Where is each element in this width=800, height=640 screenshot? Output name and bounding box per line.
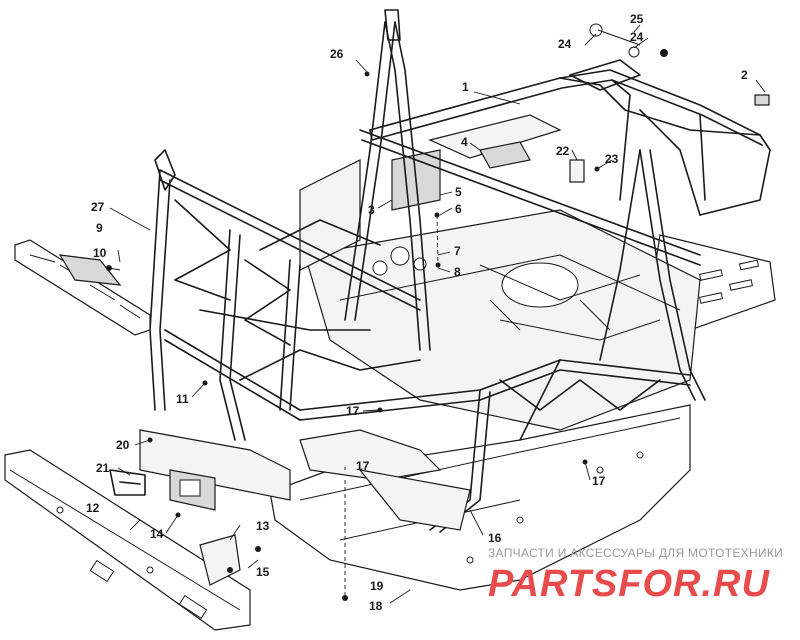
callout-22: 22: [556, 144, 570, 158]
front-bumper: [4, 449, 251, 631]
side-rail-left: [14, 239, 151, 336]
callout-17-c: 17: [592, 474, 606, 488]
callout-17-a: 17: [346, 404, 360, 418]
rear-rops: [344, 9, 431, 351]
callout-6: 6: [455, 202, 462, 216]
callout-5: 5: [455, 185, 462, 199]
callout-25: 25: [630, 12, 644, 26]
callout-18: 18: [369, 599, 383, 613]
callout-23: 23: [605, 152, 619, 166]
front-structure: [139, 429, 471, 531]
callout-12: 12: [86, 501, 100, 515]
watermark-tagline: ЗАПЧАСТИ И АКСЕССУАРЫ ДЛЯ МОТОТЕХНИКИ: [488, 546, 783, 560]
callout-7: 7: [454, 244, 461, 258]
callout-17-b: 17: [356, 459, 370, 473]
callout-20: 20: [116, 438, 130, 452]
rear-bulkhead: [299, 114, 562, 271]
callout-24-b: 24: [630, 30, 644, 44]
callout-10: 10: [93, 246, 107, 260]
callout-9: 9: [96, 221, 103, 235]
callout-4: 4: [461, 135, 468, 149]
callout-15: 15: [256, 565, 270, 579]
callout-11: 11: [176, 392, 189, 406]
watermark: ЗАПЧАСТИ И АКСЕССУАРЫ ДЛЯ МОТОТЕХНИКИ PA…: [488, 546, 783, 605]
callout-1: 1: [462, 80, 469, 94]
main-frame: [359, 59, 771, 266]
callout-26: 26: [330, 47, 344, 61]
callout-2: 2: [741, 68, 748, 82]
callout-labels: 1 2 3 4 5 6 7 8 9 10 11 12 13 14 15 16 1…: [86, 12, 748, 613]
watermark-brand: PARTSFOR.RU: [488, 563, 770, 605]
callout-13: 13: [256, 519, 270, 533]
callout-14: 14: [150, 527, 164, 541]
callout-24-a: 24: [558, 37, 572, 51]
mount-bracket: [199, 534, 261, 586]
callout-16: 16: [488, 531, 502, 545]
front-cage: [149, 149, 421, 441]
tow-hook: [109, 469, 146, 496]
callout-27: 27: [91, 200, 105, 214]
callout-21: 21: [96, 461, 110, 475]
leader-lines: [108, 24, 766, 604]
callout-19: 19: [370, 579, 384, 593]
lower-perimeter: [299, 359, 691, 533]
callout-8: 8: [454, 265, 461, 279]
callout-3: 3: [368, 203, 375, 217]
